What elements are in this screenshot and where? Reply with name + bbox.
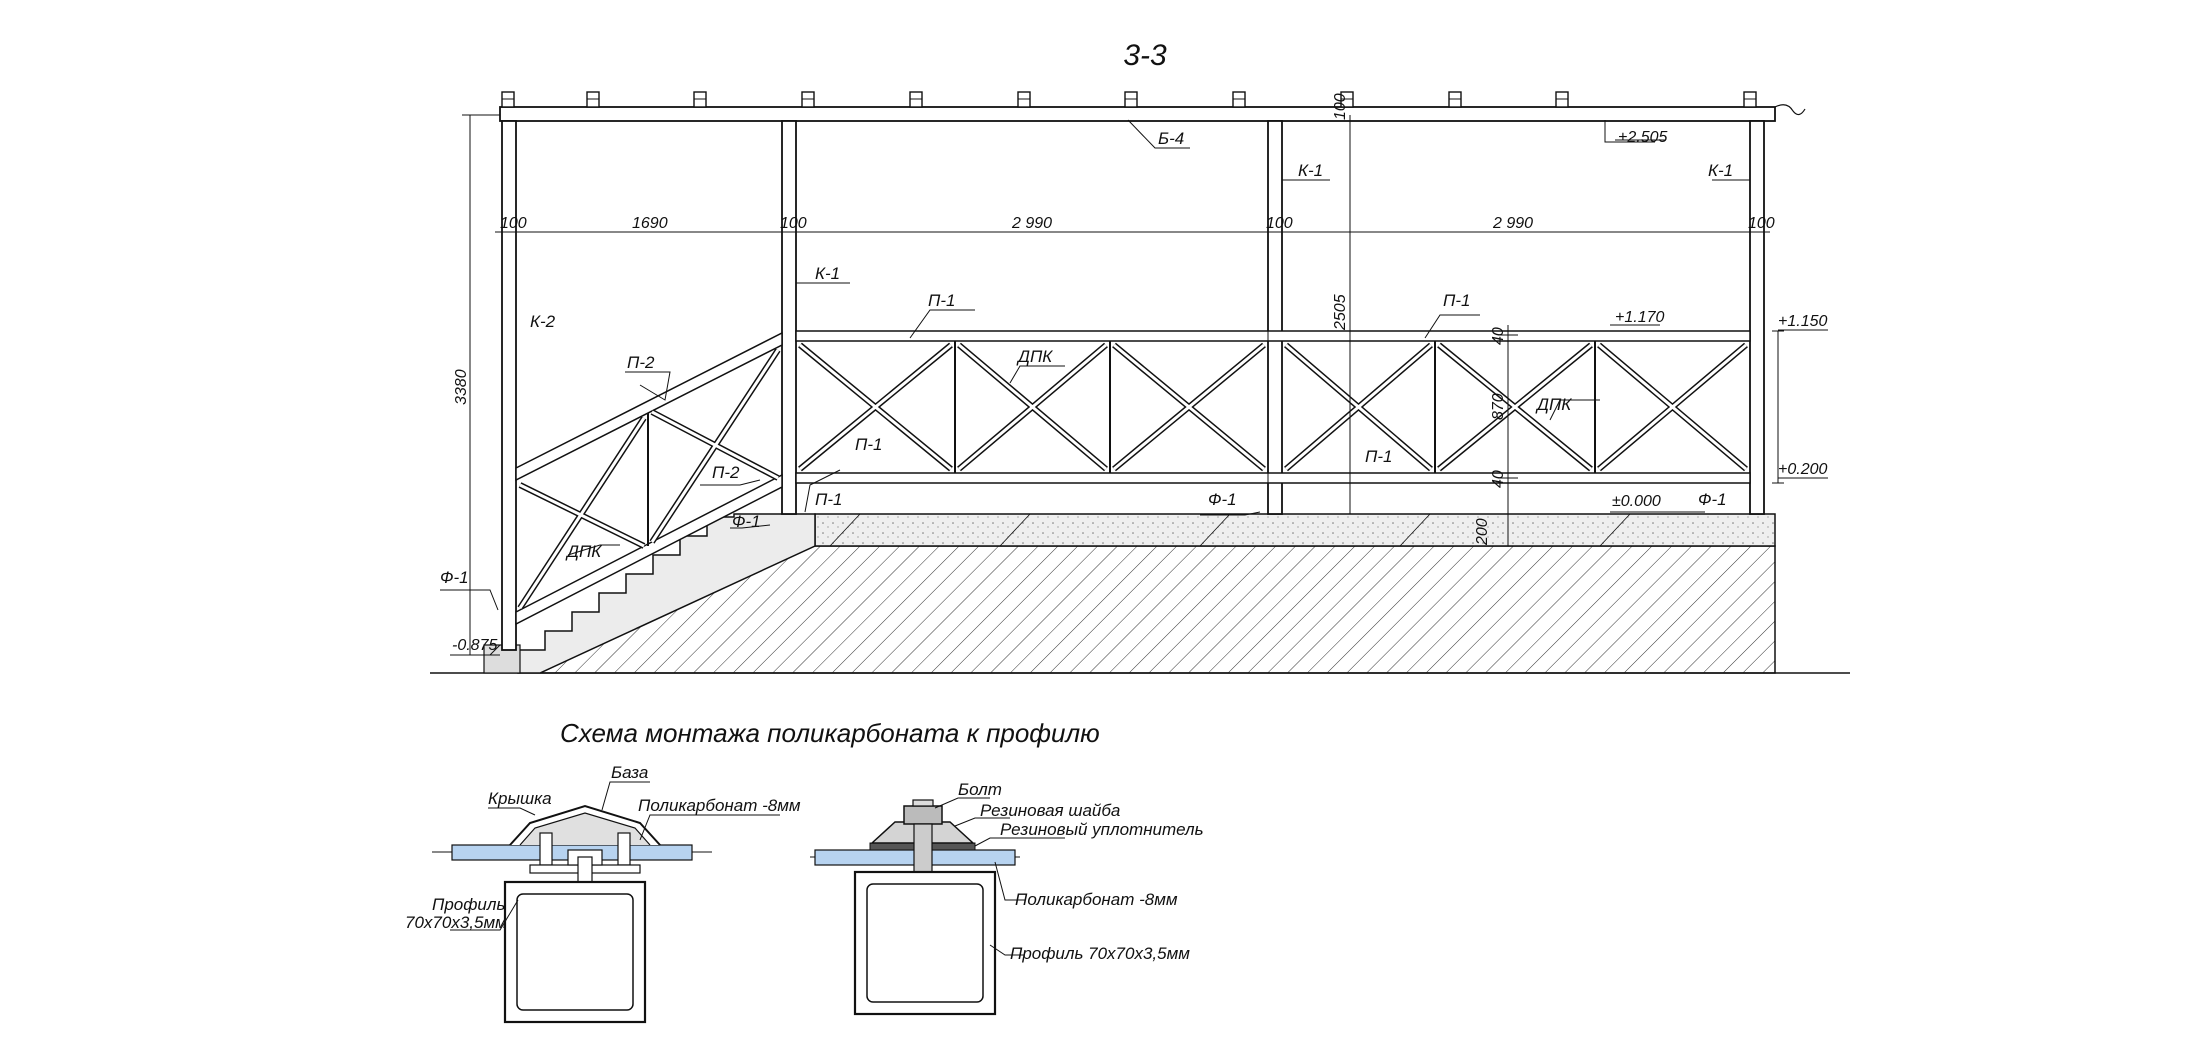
dim-slab-height: 200 [1474,518,1491,546]
dim-height-column: 2505 [1332,294,1349,331]
dim-span-1: 1690 [632,215,668,232]
dim-beam-height: 100 [1332,93,1349,120]
label-p2-upper: П-2 [627,353,655,372]
label-cap: Крышка [488,789,552,808]
label-rubber-washer: Резиновая шайба [980,801,1120,820]
dim-height-total: 3380 [453,369,470,405]
dim-rail-top-height: 40 [1490,327,1507,345]
label-polycarbonate-left: Поликарбонат -8мм [638,796,801,815]
level-top: +2.505 [1618,129,1667,146]
top-beam [499,106,1776,122]
label-f1-slab: Ф-1 [1208,490,1237,509]
label-rubber-seal: Резиновый уплотнитель [1000,820,1204,839]
purlins [501,91,1806,116]
stair-railing [515,331,783,626]
label-f1-stair: Ф-1 [732,512,761,531]
level-rail-bottom: +0.200 [1778,461,1827,478]
label-p1-right: П-1 [1365,447,1392,466]
label-bolt: Болт [958,780,1002,799]
label-profile-left-2: 70х70х3,5мм [405,913,507,932]
dim-post-b: 100 [780,215,807,232]
level-floor: ±0.000 [1612,493,1661,510]
label-b4: Б-4 [1158,129,1184,148]
slab-hatch [829,513,1631,547]
dim-post-c: 100 [1266,215,1293,232]
label-base: База [611,763,648,782]
label-dpk-b: ДПК [1535,395,1572,414]
detail-bolt [810,797,1065,1016]
label-p2-lower: П-2 [712,463,740,482]
dim-rail-height: 870 [1490,393,1507,420]
label-k2: К-2 [530,312,556,331]
label-profile-right: Профиль 70х70х3,5мм [1010,944,1190,963]
label-dpk-a: ДПК [1016,347,1053,366]
dim-rail-bottom-height: 40 [1490,470,1507,488]
label-polycarbonate-right: Поликарбонат -8мм [1015,890,1178,909]
label-dpk-c: ДПК [565,542,602,561]
level-ground: -0.875 [452,637,497,654]
label-k1-right: К-1 [1708,161,1733,180]
dim-post-a: 100 [500,215,527,232]
label-profile-left-1: Профиль [432,895,505,914]
label-p1-top-right: П-1 [1443,291,1470,310]
railing [795,330,1751,484]
leader-lines [440,119,1828,656]
dim-span-3: 2 990 [1492,215,1533,232]
level-rail-top-right: +1.150 [1778,313,1827,330]
label-f1-left: Ф-1 [440,568,469,587]
label-p1-mid: П-1 [855,435,882,454]
label-k1-left: К-1 [815,264,840,283]
section-title: 3-3 [1123,39,1167,72]
columns [501,120,1765,651]
label-p1-bottom: П-1 [815,490,842,509]
dim-post-d: 100 [1748,215,1775,232]
label-k1-center: К-1 [1298,161,1323,180]
detail-cap-base [432,781,780,1024]
concrete-slab [814,513,1776,547]
label-f1-right: Ф-1 [1698,490,1727,509]
dim-span-2: 2 990 [1011,215,1052,232]
level-rail-top: +1.170 [1615,309,1664,326]
scheme-title: Схема монтажа поликарбоната к профилю [560,718,1100,748]
label-p1-top-left: П-1 [928,291,955,310]
